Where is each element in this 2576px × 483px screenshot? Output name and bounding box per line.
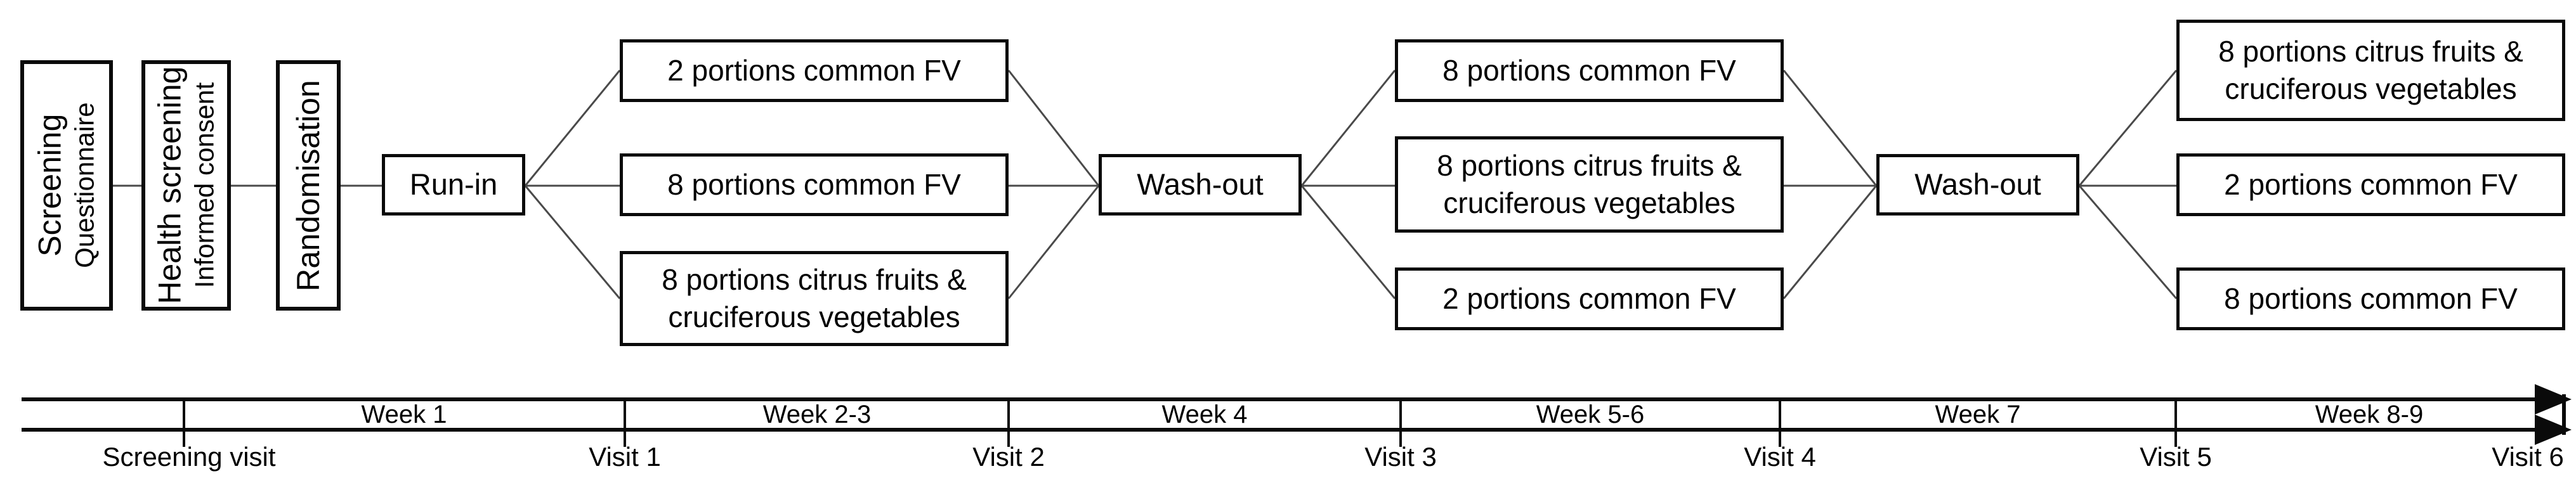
week-label: Week 1 [361,401,447,428]
timeline-arrow [22,384,2572,445]
visit-label: Visit 1 [589,442,661,472]
visit-label: Screening visit [102,442,276,472]
screening-questionnaire-text: Screening Questionnaire [32,102,100,269]
visit-label: Visit 3 [1364,442,1437,472]
arrowhead-bottom [2535,415,2572,445]
period-3-arm-1-box: 8 portions citrus fruits & cruciferous v… [2176,20,2565,121]
screening-title: Screening [32,113,68,257]
week-label: Week 5-6 [1536,401,1645,428]
visit-label: Visit 4 [1744,442,1816,472]
visit-label: Visit 2 [972,442,1045,472]
period-2-arm-3-box: 2 portions common FV [1395,267,1784,330]
washout-2-box: Wash-out [1876,154,2079,216]
period-2-arm-2-box: 8 portions citrus fruits & cruciferous v… [1395,136,1784,233]
arrowhead-top [2535,384,2572,415]
health-screening-box: Health screening Informed consent [141,60,231,311]
randomisation-title: Randomisation [291,79,326,292]
week-label: Week 4 [1161,401,1248,428]
connector-lines [113,70,2178,299]
health-screening-subtitle: Informed consent [189,82,219,288]
health-screening-title: Health screening [152,66,188,305]
period-3-arm-2-box: 2 portions common FV [2176,153,2565,216]
screening-subtitle: Questionnaire [69,102,100,269]
timeline-ticks [183,397,2177,447]
visit-label: Visit 5 [2140,442,2212,472]
period-3-arm-3-box: 8 portions common FV [2176,267,2565,330]
randomisation-box: Randomisation [276,60,341,311]
washout-1-box: Wash-out [1099,154,1302,216]
randomisation-text: Randomisation [291,79,326,292]
health-screening-text: Health screening Informed consent [152,67,219,304]
run-in-box: Run-in [382,154,525,216]
period-1-arm-1-box: 2 portions common FV [620,39,1009,102]
period-1-arm-3-box: 8 portions citrus fruits & cruciferous v… [620,251,1009,346]
period-1-arm-2-box: 8 portions common FV [620,153,1009,216]
visit-label: Visit 6 [2492,442,2564,472]
week-label: Week 8-9 [2315,401,2424,428]
week-label: Week 2-3 [762,401,872,428]
week-label: Week 7 [1935,401,2021,428]
screening-questionnaire-box: Screening Questionnaire [20,60,113,311]
period-2-arm-1-box: 8 portions common FV [1395,39,1784,102]
